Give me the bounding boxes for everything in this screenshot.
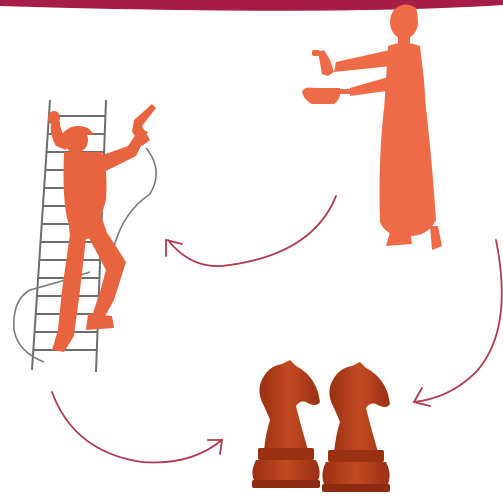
knight-right-icon <box>322 362 390 492</box>
arrow-worker-to-knights <box>52 392 222 463</box>
arrow-woman-to-worker <box>168 196 336 266</box>
arrowhead-right-to-knights <box>414 388 430 406</box>
knight-left-icon <box>252 360 320 488</box>
top-accent-bar <box>0 0 503 11</box>
woman-with-pan-icon <box>302 4 442 250</box>
worker-with-drill-icon <box>48 104 156 352</box>
arrow-right-to-knights <box>414 240 502 402</box>
